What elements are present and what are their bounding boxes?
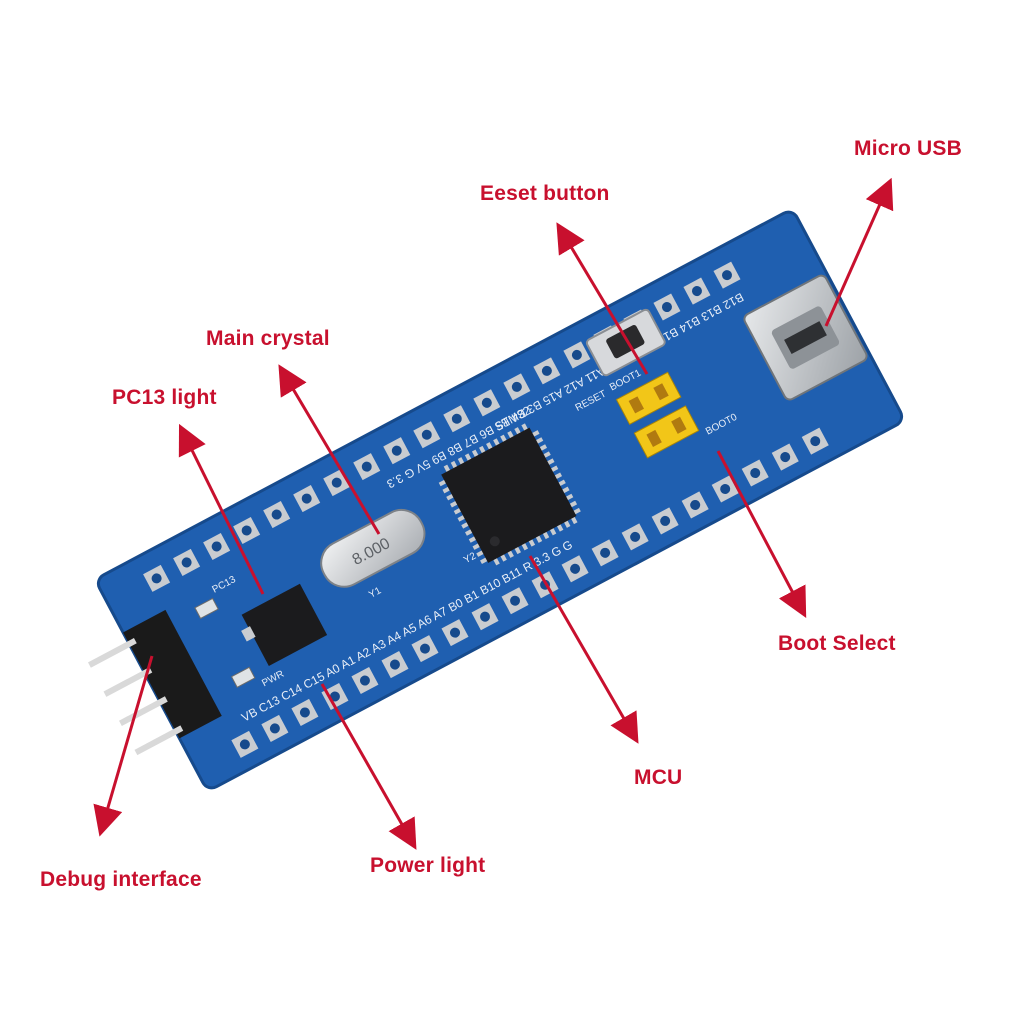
label-boot-select: Boot Select [778,632,896,655]
header-pad-hole [269,723,280,734]
header-pad-hole [780,452,791,463]
crystal-can [320,508,426,588]
header-pad-hole [570,563,581,574]
header-pad-hole [661,302,672,313]
regulator-tab [241,626,256,642]
jumper-contact [653,383,669,401]
header-pad-hole [271,509,282,520]
pc13-led [194,597,219,620]
header-pad-hole [660,515,671,526]
reset-button-cap [606,324,645,359]
arrow-power-light [320,683,417,850]
header-pad-hole [480,611,491,622]
label-power-light: Power light [370,854,486,877]
header-pad-hole [241,525,252,536]
header-pad-hole [510,595,521,606]
top-header-pads [143,261,741,592]
header-pad-hole [329,691,340,702]
header-pad-hole [810,436,821,447]
voltage-regulator [241,583,328,666]
jumper-contact [671,416,687,434]
debug-pin [119,696,168,726]
header-pad-hole [421,429,432,440]
label-micro-usb: Micro USB [854,137,962,160]
silk-y2: Y2 [462,550,478,566]
reset-button [585,308,666,377]
header-pad-hole [511,381,522,392]
arrow-mcu [528,555,639,744]
header-pad-hole [151,573,162,584]
header-pad-hole [691,286,702,297]
debug-pin [88,638,137,668]
header-pad-hole [419,643,430,654]
mcu-body [441,427,577,563]
jumper-contact [628,396,644,414]
usb-tongue [784,321,827,355]
silk-y1: Y1 [367,585,383,601]
header-pad-hole [600,547,611,558]
header-pad-hole [690,499,701,510]
debug-header-body [123,609,222,739]
label-main-crystal: Main crystal [206,327,330,350]
header-pad-hole [750,468,761,479]
label-mcu: MCU [634,766,683,789]
header-pad-hole [571,349,582,360]
header-pad-hole [451,413,462,424]
power-led [230,666,256,688]
debug-pin [134,725,184,756]
debug-pin [103,667,153,697]
arrow-micro-usb [824,177,894,327]
header-pad-hole [359,675,370,686]
main-crystal: 8.000 [320,508,426,588]
boot-jumper-1 [615,371,682,425]
label-debug-interface: Debug interface [40,868,202,891]
label-reset-button: Eeset button [480,182,610,205]
header-pad-hole [331,477,342,488]
boot-jumper-0 [633,405,700,459]
mcu-chip [438,423,581,566]
header-pad-hole [211,541,222,552]
arrow-debug-interface [93,655,154,837]
bottom-header-pads [231,427,829,758]
header-pad-hole [361,461,372,472]
header-pad-hole [481,397,492,408]
label-pc13-light: PC13 light [112,386,217,409]
header-pad-hole [239,739,250,750]
boot-jumpers [615,371,700,459]
header-pad-hole [301,493,312,504]
header-pad-hole [391,445,402,456]
mcu-pin1-dot [489,536,500,547]
pcb-board: B12 B13 B14 B15 A8 A9 A10 A11 A12 A15 B3… [88,210,904,790]
header-pad-hole [450,627,461,638]
header-pad-hole [299,707,310,718]
debug-header [88,609,222,756]
arrow-main-crystal [278,364,381,535]
arrow-pc13-light [178,423,265,595]
header-pad-hole [389,659,400,670]
header-pad-hole [720,483,731,494]
header-pad-hole [721,270,732,281]
jumper-contact [646,429,662,447]
header-pad-hole [181,557,192,568]
arrow-reset-button [556,222,649,375]
header-pad-hole [630,531,641,542]
arrow-boot-select [716,450,807,618]
header-pad-hole [541,365,552,376]
callout-arrows [93,177,894,850]
